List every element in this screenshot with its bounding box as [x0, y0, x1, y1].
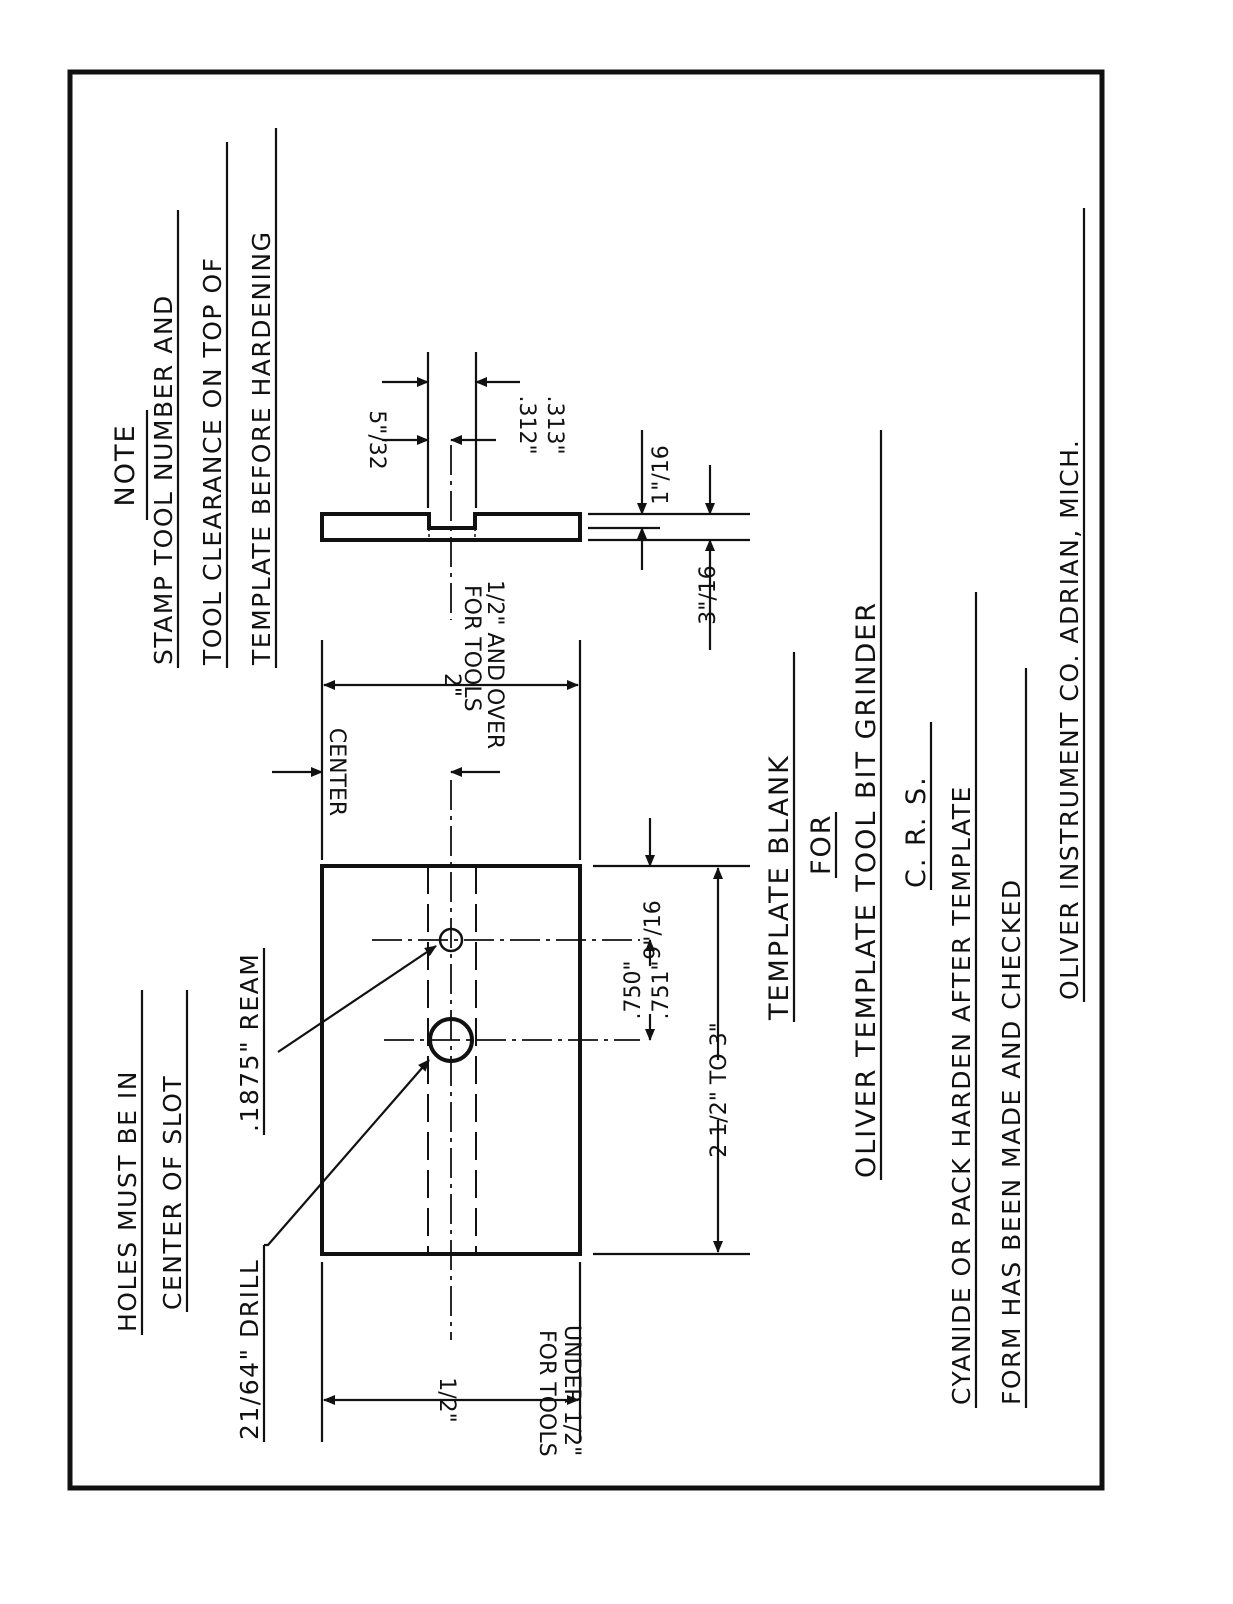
dim-hole-positions: 9"/16 .750" .751": [621, 818, 674, 1041]
title-company: OLIVER INSTRUMENT CO. ADRIAN, MICH.: [1055, 439, 1084, 1000]
dim-under-value: UNDER 1/2": [559, 1325, 584, 1456]
dim-thickness: 1"/16 3"/16: [637, 430, 721, 650]
title-line-3: OLIVER TEMPLATE TOOL BIT GRINDER: [851, 601, 882, 1178]
dim-hole-offset: 9"/16: [641, 900, 666, 960]
title-line-2: FOR: [806, 813, 837, 875]
dim-slot: .312" .313" 5"/32: [364, 377, 567, 470]
dim-for-tools-under: FOR TOOLS: [534, 1330, 559, 1457]
hole-callouts: 21/64" DRILL .1875" REAM: [235, 945, 437, 1442]
note-line-1: STAMP TOOL NUMBER AND: [149, 294, 178, 665]
dim-width-small: 1/2" FOR TOOLS UNDER 1/2": [323, 1325, 584, 1457]
title-material: C. R. S.: [901, 775, 932, 888]
holes-note: HOLES MUST BE IN CENTER OF SLOT: [113, 990, 189, 1335]
dim-width-large: 2" FOR TOOLS 1/2" AND OVER: [323, 580, 579, 749]
ream-callout: .1875" REAM: [235, 953, 264, 1132]
dim-center: CENTER: [272, 728, 500, 816]
dim-over-value: 1/2" AND OVER: [482, 580, 507, 749]
template-edge-view: [320, 445, 582, 620]
extension-lines: [320, 352, 750, 1442]
dim-length-value: 2 1/2" TO 3": [707, 1022, 732, 1157]
dim-for-tools-over: FOR TOOLS: [459, 585, 484, 712]
note-line-3: TEMPLATE BEFORE HARDENING: [247, 231, 276, 666]
template-plate-view: [320, 780, 640, 1340]
dim-width-large-value: 2": [439, 673, 464, 697]
title-block: TEMPLATE BLANK FOR OLIVER TEMPLATE TOOL …: [764, 208, 1086, 1408]
note-heading: NOTE: [110, 423, 141, 506]
holes-note-line-1: HOLES MUST BE IN: [113, 1070, 142, 1332]
drill-callout: 21/64" DRILL: [235, 1259, 264, 1440]
holes-note-line-2: CENTER OF SLOT: [158, 1075, 187, 1310]
dim-spacing-bottom: .751": [649, 960, 674, 1019]
title-process-2: FORM HAS BEEN MADE AND CHECKED: [997, 878, 1026, 1405]
dim-thickness-value: 3"/16: [696, 565, 721, 625]
dim-slot-half: 5"/32: [364, 410, 389, 470]
dim-center-label: CENTER: [324, 728, 349, 816]
dim-width-small-value: 1/2": [434, 1377, 459, 1423]
dim-length: 2 1/2" TO 3": [707, 867, 732, 1253]
title-line-1: TEMPLATE BLANK: [764, 754, 795, 1021]
dim-slot-depth: 1"/16: [649, 445, 674, 505]
note-line-2: TOOL CLEARANCE ON TOP OF: [198, 257, 227, 667]
edge-profile: [320, 512, 582, 542]
title-process-1: CYANIDE OR PACK HARDEN AFTER TEMPLATE: [947, 785, 976, 1405]
dim-slot-bottom: .313": [542, 395, 567, 454]
drawing-border: [67, 69, 1105, 1491]
note-block: NOTE STAMP TOOL NUMBER AND TOOL CLEARANC…: [110, 128, 278, 668]
dim-slot-top: .312": [514, 395, 539, 454]
dim-spacing-top: .750": [621, 960, 646, 1019]
